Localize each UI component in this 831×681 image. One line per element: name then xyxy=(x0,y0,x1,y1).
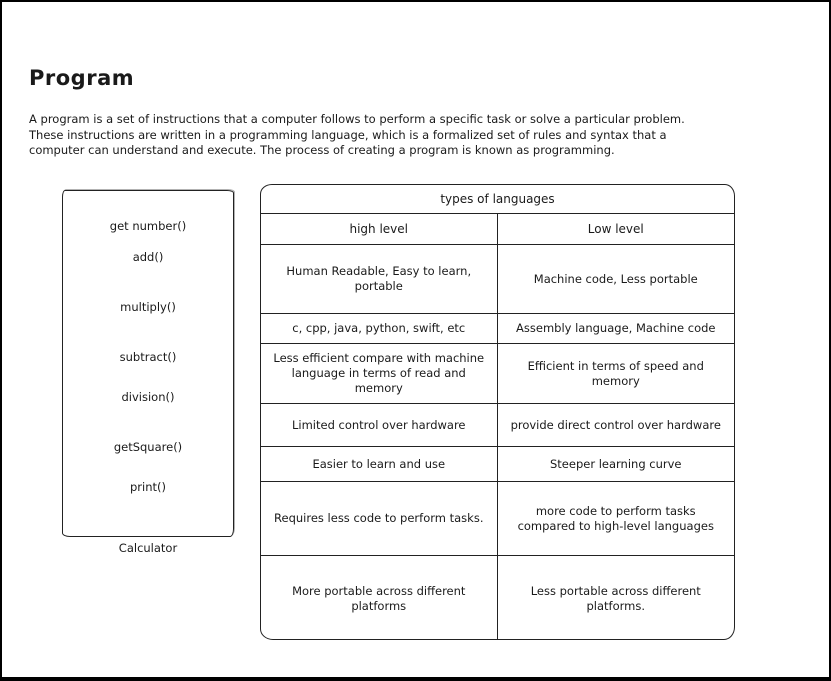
function-item-get-number: get number() xyxy=(109,219,187,233)
function-item-add: add() xyxy=(132,250,164,264)
calculator-box[interactable]: get number() add() multiply() subtract()… xyxy=(62,190,234,537)
table-cell-high-4: Easier to learn and use xyxy=(261,446,498,481)
table-cell-high-6: More portable across different platforms xyxy=(261,555,498,639)
function-item-division: division() xyxy=(121,390,175,404)
table-cell-low-1: Assembly language, Machine code xyxy=(497,313,734,343)
table-cell-high-5: Requires less code to perform tasks. xyxy=(261,481,498,555)
table-cell-low-4: Steeper learning curve xyxy=(497,446,734,481)
table-cell-high-3: Limited control over hardware xyxy=(261,403,498,446)
program-description: A program is a set of instructions that … xyxy=(29,112,685,157)
function-item-multiply: multiply() xyxy=(120,300,176,314)
function-item-get-square: getSquare() xyxy=(113,440,183,454)
table-title: types of languages xyxy=(440,191,555,206)
function-item-subtract: subtract() xyxy=(119,350,177,364)
table-cell-high-0: Human Readable, Easy to learn, portable xyxy=(261,244,498,313)
table-cell-high-1: c, cpp, java, python, swift, etc xyxy=(261,313,498,343)
table-cell-low-6: Less portable across different platforms… xyxy=(497,555,734,639)
languages-table[interactable]: types of languages high level Low level … xyxy=(260,184,735,640)
function-item-print: print() xyxy=(130,480,166,494)
calculator-label: Calculator xyxy=(118,541,178,555)
table-cell-low-2: Efficient in terms of speed and memory xyxy=(497,343,734,403)
table-cell-high-2: Less efficient compare with machine lang… xyxy=(261,343,498,403)
table-cell-low-0: Machine code, Less portable xyxy=(497,244,734,313)
table-cell-low-3: provide direct control over hardware xyxy=(497,403,734,446)
column-header-high-level: high level xyxy=(261,213,498,244)
page-title: Program xyxy=(29,66,135,90)
column-header-low-level: Low level xyxy=(497,213,734,244)
table-cell-low-5: more code to perform tasks compared to h… xyxy=(497,481,734,555)
